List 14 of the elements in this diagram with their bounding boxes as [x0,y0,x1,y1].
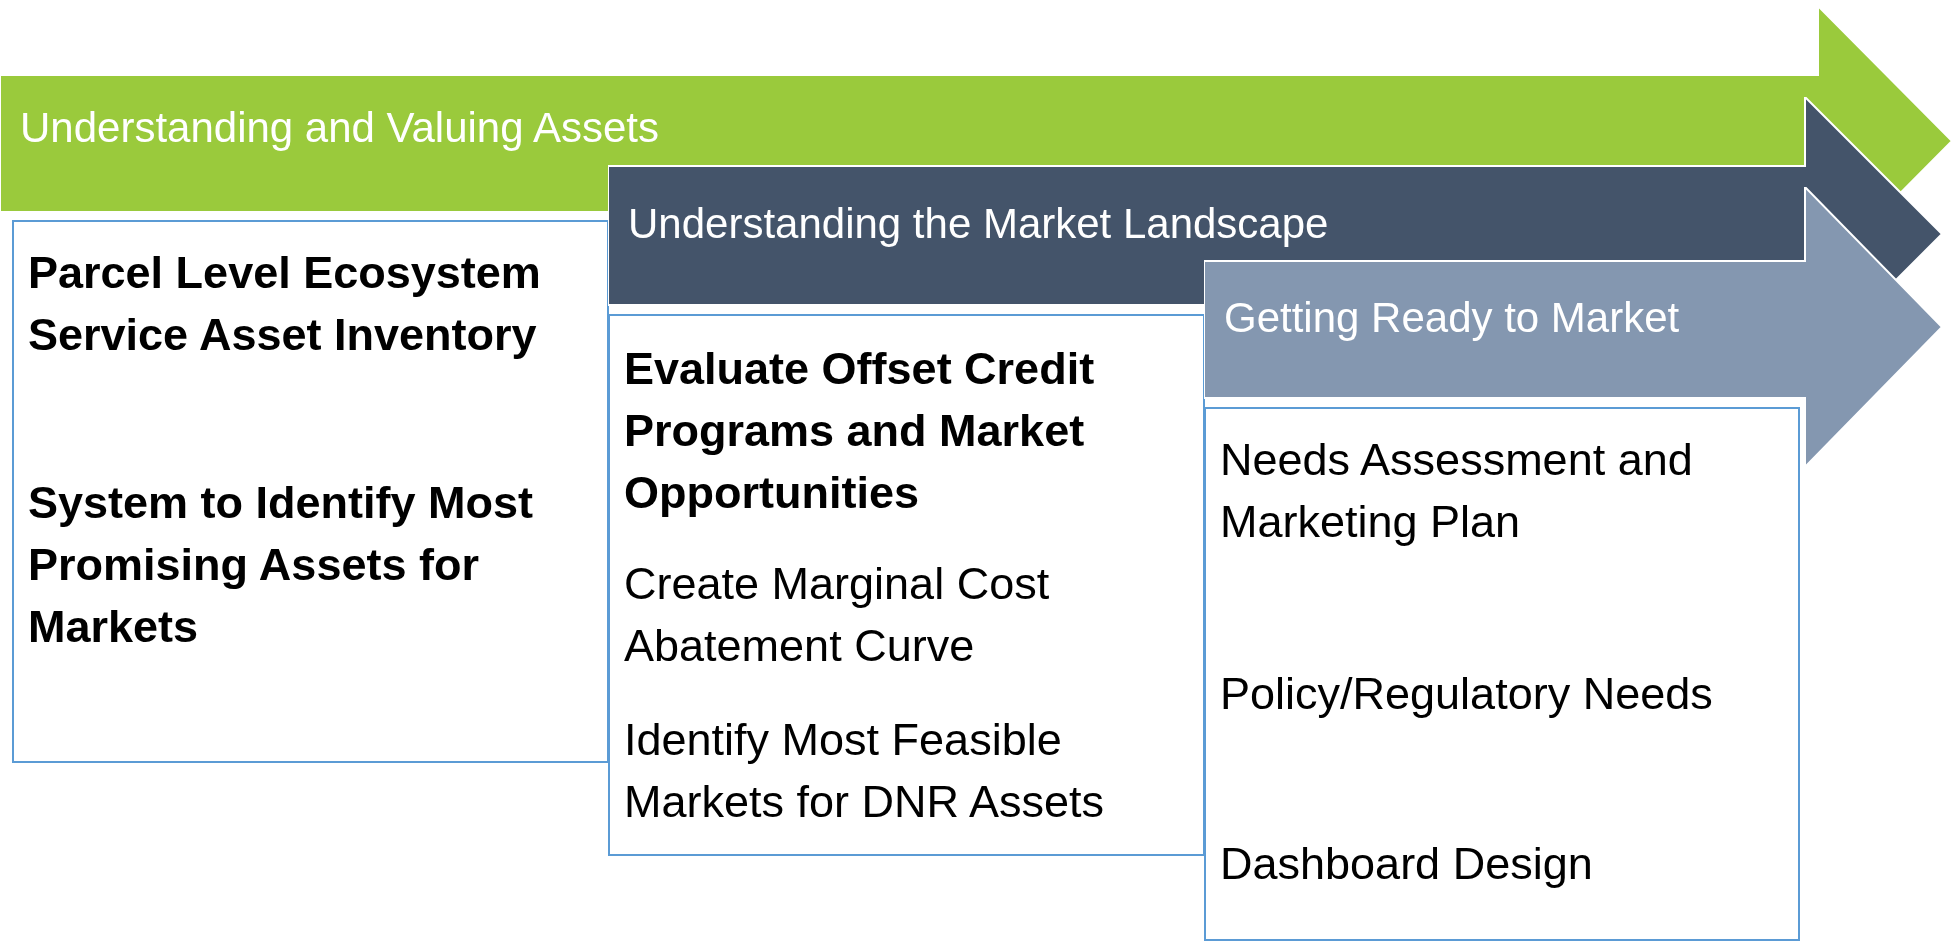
task-text: Parcel Level Ecosystem Service Asset Inventory [28,246,542,362]
task-box [12,220,609,763]
task-text: Policy/Regulatory Needs [1220,667,1714,721]
task-text: Dashboard Design [1220,837,1594,891]
phase-title: Getting Ready to Market [1224,293,1680,343]
task-box [608,314,1205,856]
task-box [1204,407,1800,941]
phase-title: Understanding the Market Landscape [628,199,1329,249]
task-text: Evaluate Offset Credit Programs and Market Opportunities [624,342,1096,520]
task-text: Create Marginal Cost Abatement Curve [624,557,1051,673]
phase-title: Understanding and Valuing Assets [20,103,659,153]
task-text: Needs Assessment and Marketing Plan [1220,433,1694,549]
task-text: System to Identify Most Promising Assets for Markets [28,476,535,654]
task-text: Identify Most Feasible Markets for DNR Assets [624,713,1106,829]
